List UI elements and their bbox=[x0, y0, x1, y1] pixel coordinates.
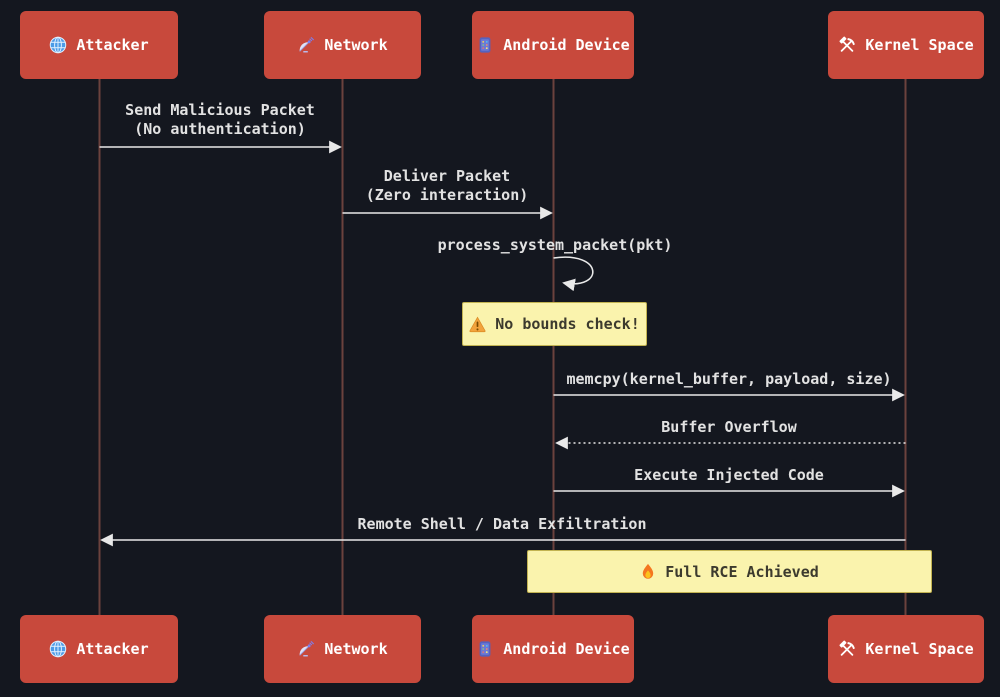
actor-attacker-top: Attacker bbox=[20, 11, 178, 79]
actor-label: Kernel Space bbox=[865, 36, 974, 54]
message-label: Send Malicious Packet bbox=[125, 101, 315, 119]
globe-icon bbox=[49, 640, 67, 658]
satellite-icon bbox=[297, 36, 315, 54]
actor-label: Android Device bbox=[503, 640, 630, 658]
hammer-and-pick-icon bbox=[838, 640, 856, 658]
actor-label: Attacker bbox=[76, 36, 149, 54]
message-label: Buffer Overflow bbox=[661, 418, 797, 436]
actor-android-device-top: Android Device bbox=[472, 11, 634, 79]
actor-label: Network bbox=[324, 36, 388, 54]
message-label: (Zero interaction) bbox=[365, 186, 529, 204]
actor-kernel-space-bottom: Kernel Space bbox=[828, 615, 984, 683]
actor-network-bottom: Network bbox=[264, 615, 421, 683]
arrow-self-process-packet bbox=[553, 256, 594, 292]
actor-attacker-bottom: Attacker bbox=[20, 615, 178, 683]
note-no-bounds-check: No bounds check! bbox=[462, 302, 647, 346]
mobile-phone-icon bbox=[476, 36, 494, 54]
actor-android-device-bottom: Android Device bbox=[472, 615, 634, 683]
globe-icon bbox=[49, 36, 67, 54]
actor-label: Kernel Space bbox=[865, 640, 974, 658]
fire-icon bbox=[640, 563, 656, 581]
hammer-and-pick-icon bbox=[838, 36, 856, 54]
actor-kernel-space-top: Kernel Space bbox=[828, 11, 984, 79]
mobile-phone-icon bbox=[476, 640, 494, 658]
message-label: Deliver Packet bbox=[383, 167, 511, 185]
note-label: Full RCE Achieved bbox=[665, 562, 819, 581]
actor-label: Attacker bbox=[76, 640, 149, 658]
note-label: No bounds check! bbox=[495, 315, 640, 333]
message-label: memcpy(kernel_buffer, payload, size) bbox=[566, 370, 892, 388]
message-label: Execute Injected Code bbox=[634, 466, 824, 484]
note-full-rce-achieved: Full RCE Achieved bbox=[527, 550, 932, 593]
warning-icon bbox=[469, 316, 486, 333]
satellite-icon bbox=[297, 640, 315, 658]
message-label: Remote Shell / Data Exfiltration bbox=[357, 515, 647, 533]
actor-label: Android Device bbox=[503, 36, 630, 54]
actor-network-top: Network bbox=[264, 11, 421, 79]
message-label: (No authentication) bbox=[134, 120, 306, 138]
actor-label: Network bbox=[324, 640, 388, 658]
message-label: process_system_packet(pkt) bbox=[437, 236, 673, 254]
